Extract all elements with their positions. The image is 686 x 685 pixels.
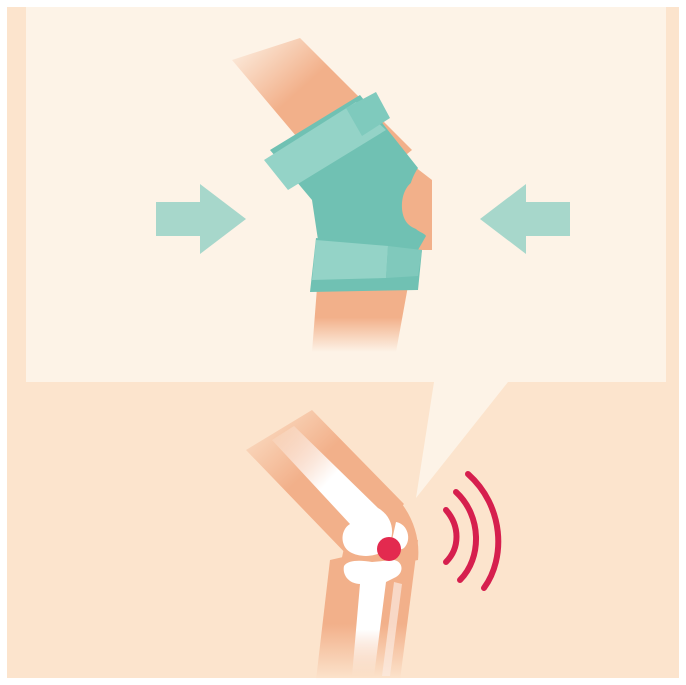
brace-lower-strap-band	[312, 240, 388, 280]
pain-point	[377, 537, 401, 561]
brace-lower-strap-tip	[386, 246, 422, 278]
